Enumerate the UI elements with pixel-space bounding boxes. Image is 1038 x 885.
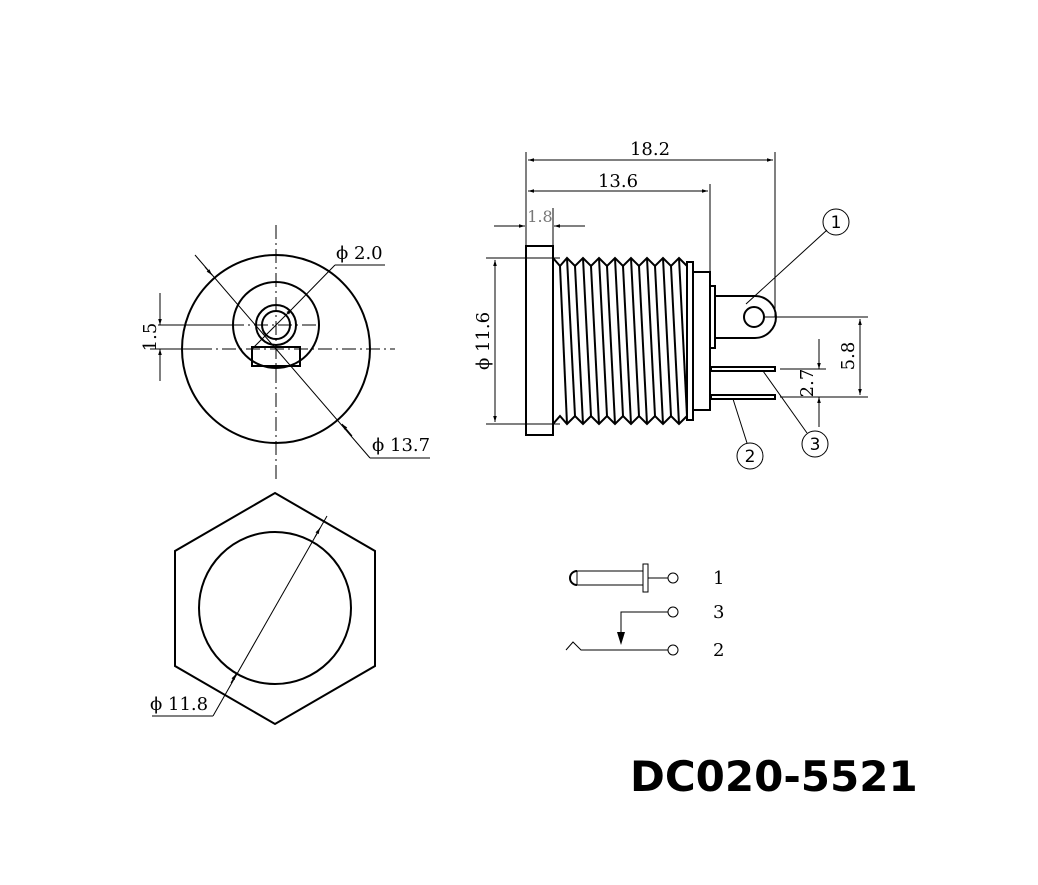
thread-top-profile — [552, 256, 688, 268]
pin-diameter-label: ϕ 2.0 — [336, 243, 383, 264]
pin2-terminal — [710, 394, 776, 400]
pin-spacing-small-label: 2.7 — [797, 369, 818, 398]
terminal-2 — [667, 644, 679, 656]
sleeve-contact — [565, 641, 668, 651]
schematic-pin-1-label: 1 — [713, 568, 724, 589]
rear-step — [709, 285, 716, 349]
pin-diameter-dim-line — [251, 308, 293, 350]
front-view: ϕ 2.0 ϕ 13.7 1.5 — [140, 225, 430, 480]
schematic-symbol: 1 3 2 — [565, 563, 724, 661]
offset-label: 1.5 — [140, 323, 161, 352]
contact-spring-block — [251, 346, 301, 367]
part-number-title: DC020-5521 — [630, 752, 918, 801]
schematic-pin-2-label: 2 — [713, 640, 724, 661]
nut-arrow-bottom — [230, 673, 237, 684]
threaded-body — [552, 256, 694, 426]
pin-diameter-leader — [291, 264, 336, 310]
nut-diameter-label: ϕ 11.8 — [150, 694, 208, 715]
pin-spacing-large-label: 5.8 — [838, 342, 859, 371]
callout-1: 1 — [745, 208, 850, 305]
plug-collar — [642, 563, 649, 593]
thread-diameter-label: ϕ 11.6 — [473, 312, 494, 370]
nut-view: ϕ 11.8 — [150, 491, 376, 726]
pin3-terminal — [710, 366, 776, 372]
schematic-pin-3-label: 3 — [713, 602, 724, 623]
nut-bore-circle — [198, 531, 352, 685]
flange — [525, 245, 554, 436]
plug-tip — [569, 570, 578, 586]
hex-nut-outline — [174, 491, 376, 726]
thread-lines — [559, 257, 688, 425]
outer-diameter-label: ϕ 13.7 — [372, 435, 430, 456]
outer-diameter-arrow-top — [204, 266, 213, 276]
terminal-1 — [667, 572, 679, 584]
callout-1-label: 1 — [831, 213, 842, 233]
pin1-tab-hole — [743, 306, 765, 328]
callout-3: 3 — [762, 370, 829, 458]
outer-diameter-arrow-bottom — [341, 423, 353, 437]
outer-diameter-dim-line — [194, 254, 371, 459]
callout-3-label: 3 — [810, 435, 821, 455]
nut-diameter-dim-line — [212, 515, 328, 717]
switch-contact — [620, 611, 668, 640]
terminal-3 — [667, 606, 679, 618]
nut-arrow-top — [314, 527, 321, 538]
side-view: 18.2 13.6 1.8 ϕ 11.6 5.8 2.7 1 — [473, 139, 868, 470]
callout-2-label: 2 — [745, 447, 756, 467]
switch-arrow-icon — [617, 632, 625, 645]
callout-2: 2 — [732, 398, 764, 470]
thread-bottom-profile — [552, 414, 688, 426]
total-length-label: 18.2 — [630, 139, 670, 160]
body-length-label: 13.6 — [598, 171, 638, 192]
rear-housing — [692, 271, 711, 411]
flange-thickness-label: 1.8 — [527, 207, 552, 226]
pin-inner-circle — [261, 310, 291, 340]
